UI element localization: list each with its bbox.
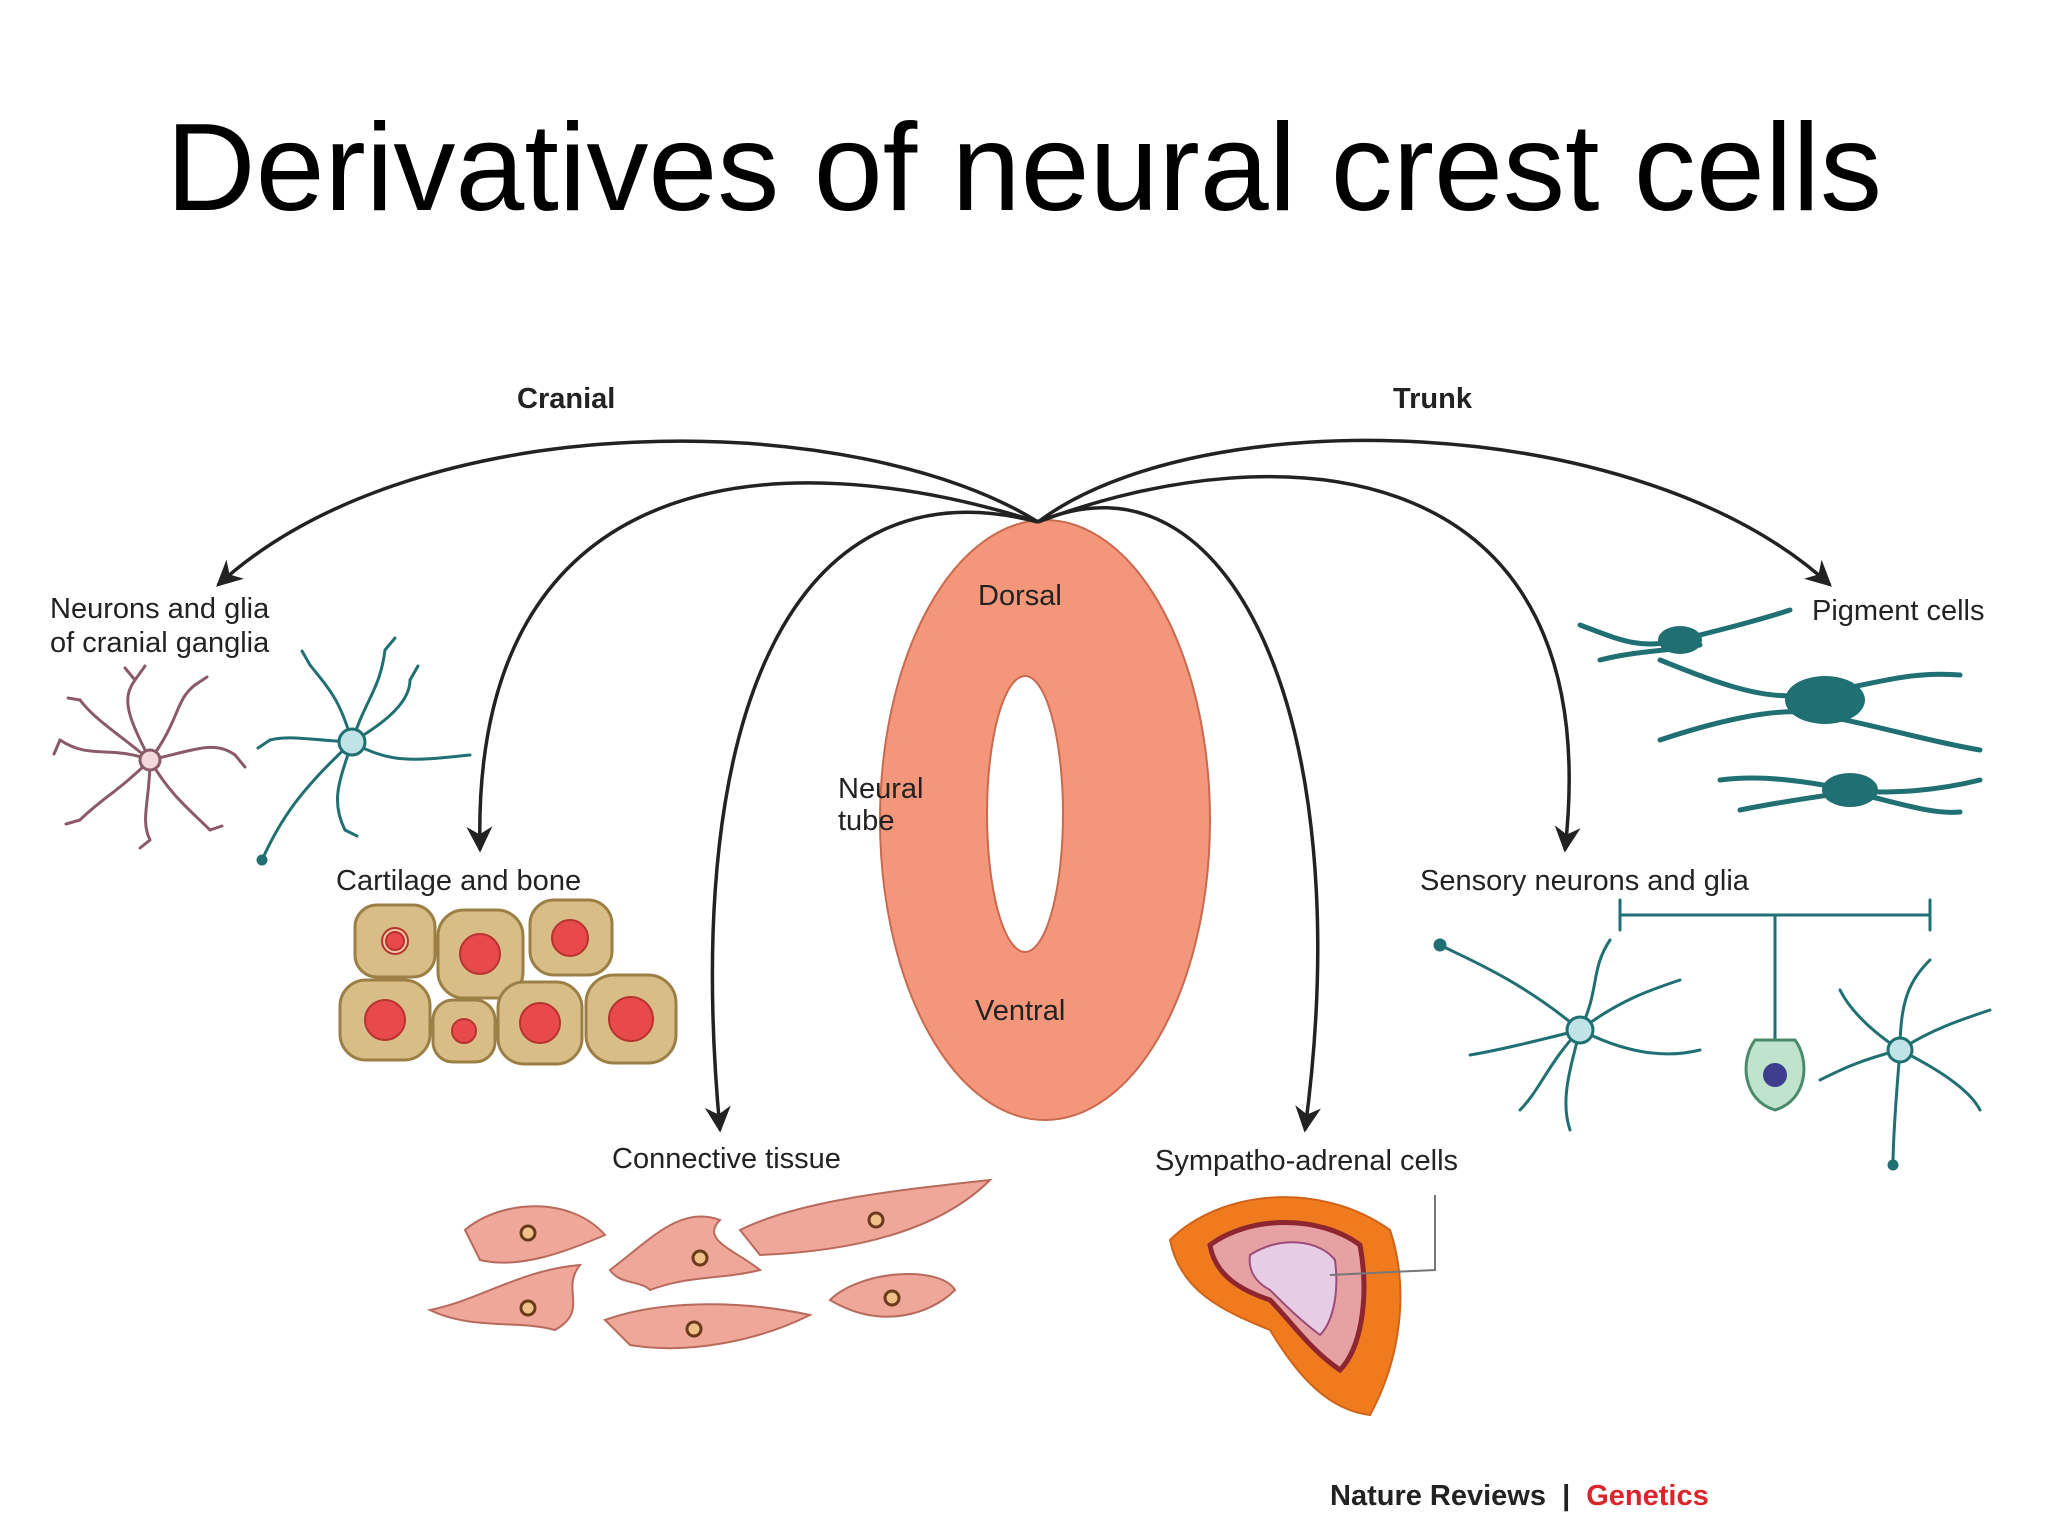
sensory-neuron-icon — [1433, 898, 1992, 1171]
arrow-to-cranial-ganglia — [216, 439, 1039, 587]
neural-tube-label-line1: Neural — [838, 773, 923, 805]
pigment-cells-label: Pigment cells — [1812, 595, 1984, 627]
cartilage-bone-label: Cartilage and bone — [336, 865, 581, 897]
journal-section: Genetics — [1586, 1480, 1709, 1512]
trunk-label: Trunk — [1393, 383, 1473, 415]
slide-title: Derivatives of neural crest cells — [166, 99, 1882, 237]
neuron-cell-icon — [256, 636, 472, 866]
neural-tube-label-line2: tube — [838, 805, 894, 837]
cranial-ganglia-group: Neurons and glia of cranial ganglia — [50, 593, 472, 866]
neural-tube-shape — [879, 518, 1211, 1122]
arrow-to-sensory — [1037, 474, 1581, 853]
melanocyte-icon — [1577, 607, 1983, 815]
journal-name: Nature Reviews — [1330, 1480, 1546, 1512]
sympathoadrenal-label: Sympatho-adrenal cells — [1155, 1145, 1458, 1177]
fibroblast-cells-icon — [426, 1178, 993, 1350]
cranial-ganglia-label-line2: of cranial ganglia — [50, 627, 270, 659]
cranial-ganglia-label-line1: Neurons and glia — [50, 593, 270, 625]
cranial-label: Cranial — [517, 383, 615, 415]
glia-cell-icon — [52, 664, 247, 850]
cartilage-bone-group: Cartilage and bone — [336, 865, 678, 1066]
sensory-neurons-label: Sensory neurons and glia — [1420, 865, 1750, 897]
adrenal-cell-icon — [1168, 1195, 1436, 1417]
melanocyte-bodies — [1658, 626, 1878, 807]
ventral-label: Ventral — [975, 995, 1065, 1027]
arrow-to-cartilage — [466, 481, 1039, 853]
arrow-to-sympathoadrenal — [1037, 506, 1321, 1133]
pigment-cells-group: Pigment cells — [1577, 595, 1984, 815]
connective-tissue-group: Connective tissue — [426, 1143, 993, 1350]
cartilage-cells-icon — [338, 898, 678, 1066]
journal-credit: Nature Reviews | Genetics — [1330, 1480, 1709, 1512]
dorsal-label: Dorsal — [978, 580, 1062, 612]
migration-arrows — [216, 438, 1832, 1133]
neural-tube: Dorsal Neural tube Ventral — [838, 518, 1211, 1122]
arrow-to-pigment — [1036, 438, 1832, 587]
connective-tissue-label: Connective tissue — [612, 1143, 841, 1175]
sensory-neurons-group: Sensory neurons and glia — [1420, 865, 1992, 1171]
arrow-to-connective — [704, 510, 1039, 1133]
credit-separator: | — [1562, 1480, 1570, 1512]
sympathoadrenal-group: Sympatho-adrenal cells — [1155, 1145, 1458, 1417]
